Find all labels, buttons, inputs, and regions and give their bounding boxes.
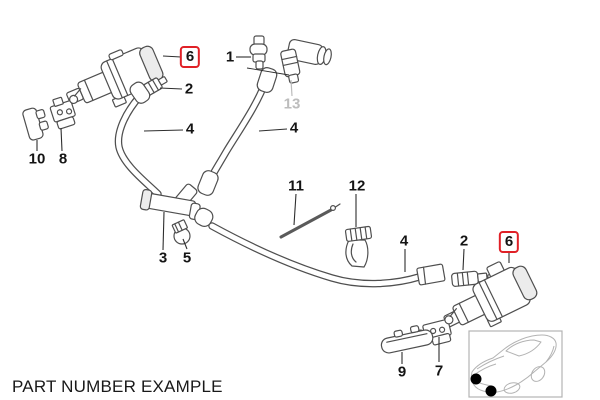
part-number-text: 6 (498, 231, 520, 253)
part-label-13[interactable]: 13 (284, 97, 301, 112)
part-label-4-right[interactable]: 4 (400, 234, 408, 249)
page-title: PART NUMBER EXAMPLE (12, 377, 223, 396)
part-number-text: 7 (434, 362, 444, 380)
part-label-11[interactable]: 11 (288, 179, 304, 194)
part-number-text: 4 (289, 119, 299, 137)
car-location-inset (468, 330, 563, 398)
nozzle-art (249, 35, 268, 70)
part-label-4-left[interactable]: 4 (186, 122, 194, 137)
bracket-right-art (415, 308, 458, 346)
part-number-text: 9 (397, 363, 407, 381)
part-number-text: 10 (28, 150, 46, 168)
part-number-text: 2 (459, 232, 469, 250)
part-label-2-right[interactable]: 2 (460, 234, 468, 249)
part-label-5[interactable]: 5 (183, 251, 191, 266)
part-number-text: 8 (58, 150, 68, 168)
part-number-text: 13 (283, 95, 301, 113)
part-label-6-right[interactable]: 6 (498, 231, 520, 253)
hose-left-art (114, 92, 162, 198)
part-number-text: 5 (182, 249, 192, 267)
cable-tie-art (279, 203, 341, 239)
part-label-10[interactable]: 10 (29, 152, 46, 167)
cover-right-art (380, 325, 434, 354)
part-number-text: 3 (158, 249, 168, 267)
clip-art (344, 225, 373, 268)
t-connector-art (139, 183, 214, 227)
right-connector-art (451, 270, 494, 287)
car-marker-group (470, 373, 497, 397)
part-label-3[interactable]: 3 (159, 251, 167, 266)
part-number-text: 11 (288, 177, 304, 195)
part-label-9[interactable]: 9 (398, 365, 406, 380)
part-label-8[interactable]: 8 (59, 152, 67, 167)
bracket-left-art (49, 88, 82, 130)
part-label-6-left[interactable]: 6 (179, 46, 201, 68)
part-label-1[interactable]: 1 (226, 50, 234, 65)
hose-middle-art (203, 76, 270, 190)
part-number-text: 4 (399, 232, 409, 250)
part-label-2-left[interactable]: 2 (185, 82, 193, 97)
clamp-art (171, 219, 191, 245)
part-label-7[interactable]: 7 (435, 364, 443, 379)
hose-long-art (208, 222, 446, 288)
hose-fittings-art (129, 67, 278, 196)
part-number-text: 1 (225, 48, 235, 66)
part-number-text: 12 (348, 177, 366, 195)
cover-left-art (22, 107, 49, 141)
part-number-text: 4 (185, 120, 195, 138)
leader-lines (36, 55, 510, 364)
part-number-text: 2 (184, 80, 194, 98)
part-label-4-mid[interactable]: 4 (290, 121, 298, 136)
car-location-marker (470, 373, 482, 385)
car-location-marker (485, 385, 497, 397)
elbow-connector-art (280, 39, 332, 84)
part-number-text: 6 (179, 46, 201, 68)
part-label-12[interactable]: 12 (349, 179, 366, 194)
